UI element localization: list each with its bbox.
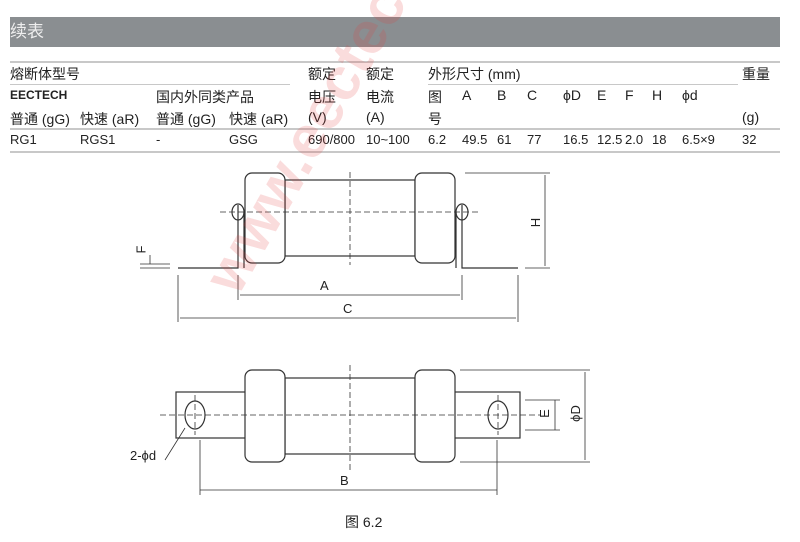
header-fig: 图 — [428, 89, 442, 105]
table-cell: 32 — [742, 132, 757, 147]
header-dimensions: 外形尺寸 (mm) — [428, 66, 521, 82]
table-cell: 6.2 — [428, 132, 447, 147]
section-title: 续表 — [10, 17, 780, 47]
header-voltage: 额定 — [308, 66, 336, 82]
header-model: 熔断体型号 — [10, 66, 80, 82]
header-sub: 快速 (aR) — [80, 111, 140, 127]
dim-label-c: C — [343, 301, 353, 316]
header-voltage-unit: (V) — [308, 109, 327, 125]
table-cell: 690/800 — [308, 132, 355, 147]
figure-caption: 图 6.2 — [345, 514, 383, 530]
table-cell: - — [156, 132, 161, 147]
table-cell: 49.5 — [462, 132, 488, 147]
dim-label-e: E — [536, 409, 552, 418]
header-sub: 快速 (aR) — [229, 111, 289, 127]
header-dim-col: A — [462, 87, 472, 103]
header-dim-col: F — [625, 87, 634, 103]
table-cell: 2.0 — [625, 132, 644, 147]
header-voltage: 电压 — [308, 89, 336, 105]
header-similar: 国内外同类产品 — [156, 89, 254, 105]
header-current: 电流 — [366, 89, 394, 105]
header-brand: EECTECH — [10, 88, 68, 102]
dim-label-h: H — [528, 217, 544, 228]
dim-label-hole: 2-ϕd — [130, 448, 157, 463]
header-current: 额定 — [366, 66, 394, 82]
table-cell: 16.5 — [563, 132, 589, 147]
header-sub: 普通 (gG) — [10, 111, 70, 127]
dim-label-f: F — [133, 245, 149, 254]
table-cell: GSG — [229, 132, 258, 147]
table-cell: 6.5×9 — [682, 132, 715, 147]
header-sub: 普通 (gG) — [156, 111, 216, 127]
header-dim-col: ϕD — [563, 87, 581, 103]
header-weight-unit: (g) — [742, 109, 760, 125]
header-dim-col: H — [652, 87, 663, 103]
table-cell: 61 — [497, 132, 512, 147]
table-cell: RGS1 — [80, 132, 116, 147]
header-dim-col: B — [497, 87, 507, 103]
header-dim-col: E — [597, 87, 607, 103]
table-cell: RG1 — [10, 132, 37, 147]
table-cell: 10~100 — [366, 132, 410, 147]
dim-label-a: A — [320, 278, 329, 293]
header-dim-col: ϕd — [682, 87, 698, 103]
header-dim-col: C — [527, 87, 538, 103]
dim-label-b: B — [340, 473, 349, 488]
table-cell: 12.5 — [597, 132, 623, 147]
header-current-unit: (A) — [366, 109, 385, 125]
table-cell: 77 — [527, 132, 542, 147]
header-weight: 重量 — [742, 66, 770, 82]
dim-label-d: ϕD — [567, 405, 583, 422]
table-cell: 18 — [652, 132, 667, 147]
header-fig: 号 — [428, 111, 442, 127]
